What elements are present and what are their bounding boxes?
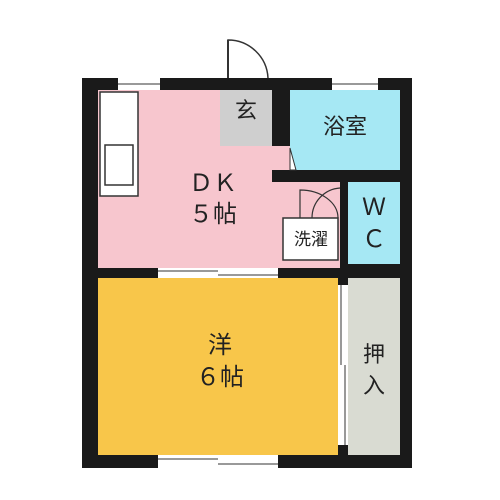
wc-label-top: Ｗ (362, 193, 386, 221)
closet-label-bottom: 入 (363, 374, 385, 399)
window-top-right (332, 78, 378, 90)
window-dk-western (158, 268, 278, 278)
washer-space (282, 217, 339, 261)
closet (348, 278, 400, 455)
kitchen-sink-icon (104, 144, 134, 186)
wc-label-bottom: Ｃ (362, 225, 386, 253)
western-room (98, 278, 338, 455)
wall-bath-bottom (272, 170, 400, 182)
entrance-label: 玄 (235, 99, 257, 124)
closet-sliding-door (338, 285, 348, 445)
entrance-door-icon (227, 39, 269, 79)
window-bottom (158, 455, 278, 468)
wc-door-icon (311, 187, 341, 219)
dk-label: ＤＫ (189, 169, 237, 197)
bath-label: 浴室 (323, 115, 367, 140)
wall-wc-left (340, 182, 348, 268)
dk-size-label: ５帖 (189, 200, 237, 228)
wc-room (348, 182, 400, 264)
washroom-door-icon (299, 189, 339, 219)
bath-room (290, 90, 400, 170)
wall-dk-bath (272, 90, 290, 146)
closet-label-top: 押 (363, 343, 385, 368)
washer-label: 洗濯 (294, 230, 328, 250)
western-size-label: ６帖 (196, 363, 244, 391)
western-label: 洋 (208, 331, 232, 359)
window-top-left (118, 78, 160, 90)
kitchen-counter (99, 91, 139, 197)
bath-door-icon (289, 147, 297, 171)
entrance-area (220, 90, 272, 146)
